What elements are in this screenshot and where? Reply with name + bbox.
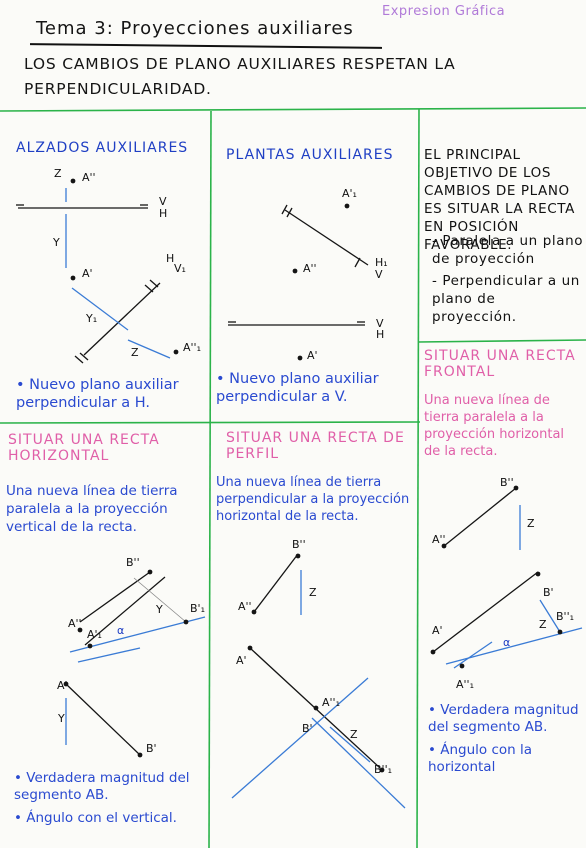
frontal-note-2: • Ángulo con la horizontal — [428, 742, 533, 775]
label-Ah-pl: A' — [307, 349, 318, 362]
frontal-points — [430, 485, 563, 669]
label-A1v-pf: A''₁ — [322, 696, 340, 709]
label-A1h: A'₁ — [342, 187, 357, 200]
horizontal-text: Una nueva línea de tierra paralela a la … — [6, 483, 178, 535]
horizontal-points — [63, 569, 189, 758]
label-A-v: A'' — [82, 171, 96, 184]
label-Av-pf: A'' — [238, 600, 252, 613]
label-z1: Z — [54, 167, 62, 180]
label-y-hz: Y — [57, 712, 65, 725]
label-Av-hz: A'' — [68, 617, 82, 630]
subject-label: Expresion Gráfica — [382, 4, 506, 19]
horizontal-note-2: • Ángulo con el vertical. — [14, 810, 177, 826]
grid-mid-line-right — [417, 339, 586, 343]
label-A1h-hz: A'₁ — [87, 628, 102, 641]
label-alpha-hz: α — [117, 624, 124, 637]
panel-grid — [0, 107, 586, 848]
plantas-figure — [228, 204, 369, 326]
label-B1h-hz: B'₁ — [190, 602, 205, 615]
label-y2-hz: Y — [155, 603, 163, 616]
label-V-pl2: V — [375, 268, 383, 281]
label-Bv-fr: B'' — [500, 476, 514, 489]
ground-line-h1 — [83, 282, 161, 356]
label-Bh-pf: B' — [302, 722, 313, 735]
frontal-title: SITUAR UNA RECTA FRONTAL — [424, 348, 576, 380]
label-V1: V₁ — [174, 262, 186, 275]
grid-vline-1 — [208, 110, 212, 848]
horizontal-figure — [65, 571, 206, 756]
perfil-points — [247, 553, 385, 773]
label-Ah-hz: A' — [57, 679, 68, 692]
label-H1: H — [166, 252, 174, 265]
alzados-title: ALZADOS AUXILIARES — [16, 140, 189, 156]
label-Bv-hz: B'' — [126, 556, 140, 569]
objetivo-text: EL PRINCIPAL OBJETIVO DE LOS CAMBIOS DE … — [424, 147, 575, 253]
label-A1v-fr: A''₁ — [456, 678, 474, 691]
alzados-points — [70, 178, 179, 355]
frontal-figure — [432, 487, 583, 669]
label-Av-pl: A'' — [303, 262, 317, 275]
perfil-figure — [231, 553, 406, 809]
label-H-top: H — [159, 207, 167, 220]
label-z2-pf: Z — [350, 728, 358, 741]
intro-text: LOS CAMBIOS DE PLANO AUXILIARES RESPETAN… — [24, 55, 456, 98]
label-alpha-fr: α — [503, 636, 510, 649]
label-B1v-pf: B''₁ — [374, 763, 392, 776]
grid-vline-2 — [416, 108, 420, 848]
label-y1: Y — [52, 236, 60, 249]
objetivo-item-2: - Perpendicular a un plano de proyección… — [432, 273, 580, 325]
label-A1-v: A''₁ — [183, 341, 201, 354]
horizontal-title: SITUAR UNA RECTA HORIZONTAL — [8, 432, 160, 464]
label-Bh-fr: B' — [543, 586, 554, 599]
label-V-pl: V — [376, 317, 384, 330]
label-Ah-fr: A' — [432, 624, 443, 637]
plantas-points — [292, 203, 350, 361]
ground-line-new — [284, 209, 369, 266]
page-title: Tema 3: Proyecciones auxiliares — [36, 18, 354, 39]
frontal-text: Una nueva línea de tierra paralela a la … — [424, 393, 565, 459]
label-z-pf: Z — [309, 586, 317, 599]
label-H1-pl: H₁ — [375, 256, 388, 269]
frontal-note-1: • Verdadera magnitud del segmento AB. — [428, 702, 579, 735]
label-Ah-pf: A' — [236, 654, 247, 667]
alzados-figure — [16, 188, 171, 364]
label-Bh-hz: B' — [146, 742, 157, 755]
alzados-note: • Nuevo plano auxiliar perpendicular a H… — [16, 377, 179, 411]
horizontal-note-1: • Verdadera magnitud del segmento AB. — [14, 770, 190, 803]
label-y1sub: Y₁ — [85, 312, 97, 325]
label-Bv-pf: B'' — [292, 538, 306, 551]
label-z-fr: Z — [527, 517, 535, 530]
perfil-text: Una nueva línea de tierra perpendicular … — [216, 475, 410, 524]
objetivo-item-1: - Paralela a un plano de proyección — [432, 233, 584, 267]
label-B1v-fr: B''₁ — [556, 610, 574, 623]
label-Av-fr: A'' — [432, 533, 446, 546]
label-z2: Z — [131, 346, 139, 359]
label-V-top: V — [159, 195, 167, 208]
label-H-pl: H — [376, 328, 384, 341]
perfil-title: SITUAR UNA RECTA DE PERFIL — [226, 430, 405, 462]
grid-top-line — [0, 107, 586, 112]
plantas-title: PLANTAS AUXILIARES — [226, 147, 394, 163]
label-z2-fr: Z — [539, 618, 547, 631]
label-A-h: A' — [82, 267, 93, 280]
plantas-note: • Nuevo plano auxiliar perpendicular a V… — [216, 371, 379, 405]
